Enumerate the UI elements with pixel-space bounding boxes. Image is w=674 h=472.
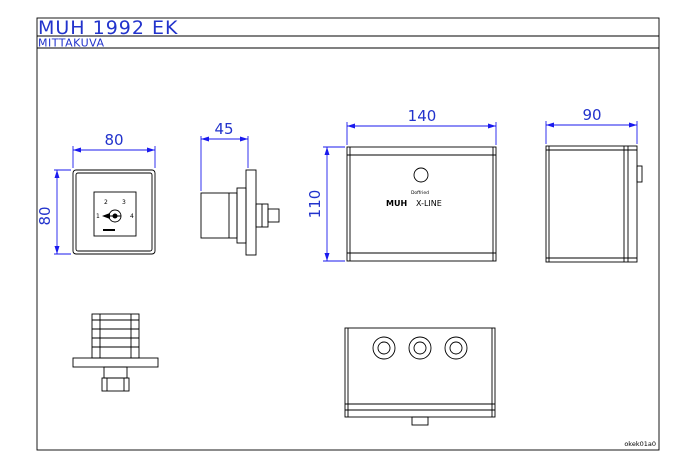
side-depth-label: 45 bbox=[214, 120, 233, 138]
cable-entry-1-inner bbox=[377, 341, 391, 355]
drawing-frame bbox=[36, 17, 660, 451]
box-front-view: Doffried MUH X-LINE 140 110 bbox=[306, 107, 497, 262]
side-knob bbox=[267, 208, 280, 223]
front-logo-mark bbox=[103, 229, 115, 231]
box-product-line: X-LINE bbox=[416, 199, 442, 208]
top-view-knob bbox=[101, 377, 130, 392]
cable-entry-1-outer bbox=[372, 336, 396, 360]
box-side-view: 90 bbox=[545, 106, 643, 263]
switch-pos-4: 4 bbox=[130, 213, 134, 220]
box-width-arrow-left bbox=[347, 123, 355, 129]
box-small-text: Doffried bbox=[411, 190, 429, 196]
top-view-flange bbox=[72, 357, 159, 368]
box-side-body bbox=[545, 145, 638, 263]
side-collar bbox=[236, 187, 247, 244]
bottom-view-knob bbox=[411, 416, 429, 426]
switch-pos-1: 1 bbox=[96, 213, 100, 220]
box-body bbox=[346, 146, 497, 262]
side-depth-arrow-right bbox=[240, 136, 248, 142]
box-side-knob bbox=[636, 165, 643, 183]
front-height-label: 80 bbox=[36, 206, 54, 225]
box-brand: MUH bbox=[386, 199, 407, 208]
cable-entry-3-inner bbox=[449, 341, 463, 355]
box-width-label: 140 bbox=[408, 107, 437, 125]
box-height-label: 110 bbox=[306, 190, 324, 219]
front-width-arrow-left bbox=[73, 147, 81, 153]
side-body bbox=[200, 192, 238, 239]
box-depth-arrow-right bbox=[629, 122, 637, 128]
switch-label-plate bbox=[93, 191, 137, 237]
switch-pos-3: 3 bbox=[122, 199, 126, 206]
cable-entry-3-outer bbox=[444, 336, 468, 360]
box-indicator-hole bbox=[413, 167, 429, 183]
box-height-arrow-bottom bbox=[324, 253, 330, 261]
switch-pos-2: 2 bbox=[104, 199, 108, 206]
side-view: 45 bbox=[200, 120, 280, 256]
front-height-arrow-top bbox=[54, 170, 60, 178]
side-depth-arrow-left bbox=[201, 136, 209, 142]
switch-top-view bbox=[72, 313, 159, 392]
drawing-code: okek01a0 bbox=[624, 440, 656, 448]
box-width-arrow-right bbox=[488, 123, 496, 129]
drawing-subtitle: MITTAKUVA bbox=[38, 37, 104, 50]
top-view-shaft bbox=[103, 366, 128, 379]
drawing-title: MUH 1992 EK bbox=[38, 17, 178, 39]
box-bottom-view bbox=[344, 327, 496, 426]
front-width-label: 80 bbox=[104, 131, 123, 149]
box-depth-arrow-left bbox=[546, 122, 554, 128]
front-view: 1 2 3 4 80 80 bbox=[36, 131, 156, 255]
front-plate-inner bbox=[75, 172, 153, 252]
front-width-arrow-right bbox=[147, 147, 155, 153]
box-depth-label: 90 bbox=[582, 106, 601, 124]
top-view-body bbox=[91, 313, 140, 359]
cable-entry-2-outer bbox=[408, 336, 432, 360]
side-plate bbox=[245, 169, 257, 256]
front-height-arrow-bottom bbox=[54, 246, 60, 254]
cable-entry-2-inner bbox=[413, 341, 427, 355]
front-plate-outer bbox=[72, 169, 156, 255]
box-height-arrow-top bbox=[324, 147, 330, 155]
